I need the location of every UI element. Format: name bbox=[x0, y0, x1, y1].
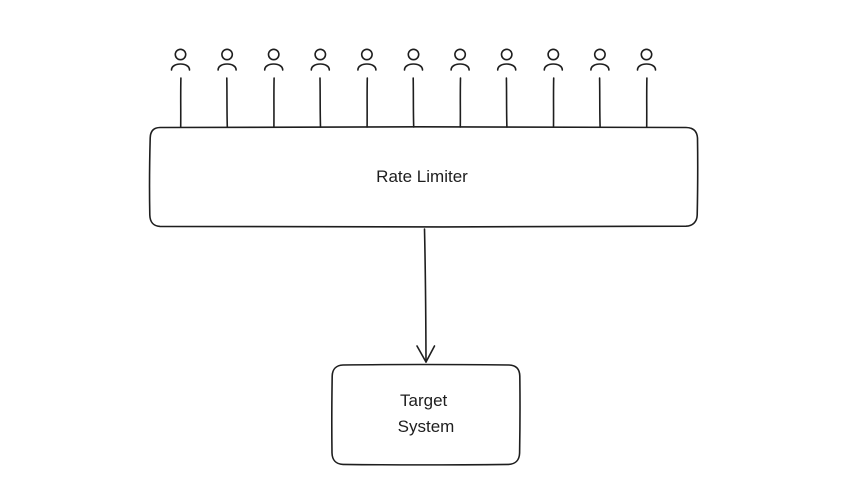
user-6 bbox=[403, 48, 424, 128]
user-icon bbox=[590, 48, 610, 71]
user-connector-line bbox=[319, 77, 322, 128]
users-group bbox=[170, 48, 657, 128]
user-11 bbox=[636, 48, 657, 128]
user-7 bbox=[450, 48, 470, 128]
user-connector-line bbox=[505, 77, 508, 128]
user-icon bbox=[357, 48, 377, 71]
target-system-label: Target System bbox=[398, 391, 455, 436]
user-4 bbox=[310, 48, 331, 128]
user-icon bbox=[450, 48, 470, 71]
user-connector-line bbox=[226, 77, 229, 128]
rate-limiter-box bbox=[148, 126, 699, 228]
user-connector-line bbox=[598, 77, 601, 128]
rate-limiter-label: Rate Limiter bbox=[376, 167, 468, 186]
target-system-label-line2: System bbox=[398, 417, 455, 436]
user-5 bbox=[357, 48, 377, 128]
user-1 bbox=[170, 48, 191, 128]
target-system-box bbox=[330, 363, 521, 466]
user-icon bbox=[170, 48, 191, 71]
user-icon bbox=[543, 48, 564, 71]
user-icon bbox=[263, 48, 284, 71]
user-icon bbox=[636, 48, 657, 71]
request-arrow bbox=[416, 228, 436, 363]
target-system-node: Target System bbox=[330, 363, 521, 466]
user-icon bbox=[496, 48, 517, 71]
user-8 bbox=[496, 48, 517, 128]
arrow-shaft bbox=[423, 228, 427, 363]
arrow-head bbox=[416, 345, 436, 363]
user-icon bbox=[217, 48, 237, 71]
user-icon bbox=[310, 48, 331, 71]
user-connector-line bbox=[412, 77, 415, 128]
user-9 bbox=[543, 48, 564, 128]
target-system-label-line1: Target bbox=[400, 391, 448, 410]
user-2 bbox=[217, 48, 237, 128]
user-3 bbox=[263, 48, 284, 128]
rate-limiter-node: Rate Limiter bbox=[148, 126, 699, 228]
user-icon bbox=[403, 48, 424, 71]
user-10 bbox=[590, 48, 610, 128]
